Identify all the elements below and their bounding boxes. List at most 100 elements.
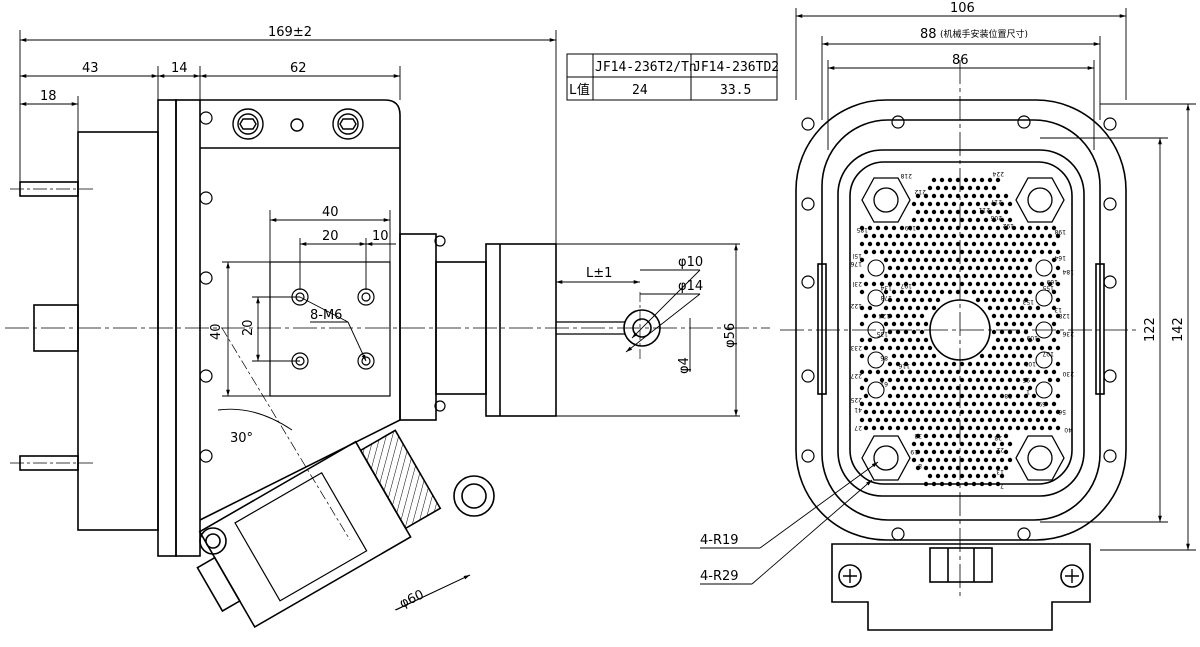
contact-pin bbox=[1011, 401, 1017, 407]
contact-pin bbox=[959, 361, 965, 367]
contact-pin bbox=[887, 233, 893, 239]
dim-18: 18 bbox=[40, 89, 57, 104]
contact-pin bbox=[1039, 409, 1045, 415]
contact-pin bbox=[863, 409, 869, 415]
contact-pin bbox=[943, 361, 949, 367]
contact-pin bbox=[1003, 449, 1009, 455]
contact-pin bbox=[907, 241, 913, 247]
contact-pin bbox=[939, 289, 945, 295]
contact-pin bbox=[1051, 305, 1057, 311]
contact-pin bbox=[987, 225, 993, 231]
contact-pin bbox=[987, 305, 993, 311]
contact-pin-array bbox=[859, 177, 1061, 487]
contact-pin bbox=[1015, 265, 1021, 271]
contact-pin bbox=[859, 417, 865, 423]
contact-pin bbox=[887, 377, 893, 383]
contact-pin bbox=[955, 401, 961, 407]
contact-pin bbox=[939, 449, 945, 455]
contact-pin bbox=[1019, 321, 1025, 327]
contact-pin bbox=[859, 353, 865, 359]
contact-pin bbox=[955, 225, 961, 231]
contact-pin bbox=[1011, 321, 1017, 327]
pin-label: 28 bbox=[994, 434, 1002, 441]
contact-pin bbox=[927, 393, 933, 399]
contact-pin bbox=[987, 417, 993, 423]
contact-pin bbox=[955, 433, 961, 439]
contact-pin bbox=[919, 249, 925, 255]
contact-pin bbox=[935, 201, 941, 207]
contact-pin bbox=[935, 297, 941, 303]
contact-pin bbox=[959, 473, 965, 479]
contact-pin bbox=[943, 265, 949, 271]
contact-pin bbox=[931, 305, 937, 311]
contact-pin bbox=[1047, 249, 1053, 255]
contact-pin bbox=[891, 305, 897, 311]
contact-pin bbox=[947, 417, 953, 423]
contact-pin bbox=[947, 225, 953, 231]
contact-pin bbox=[895, 425, 901, 431]
contact-pin bbox=[891, 385, 897, 391]
contact-pin bbox=[891, 289, 897, 295]
contact-pin bbox=[995, 273, 1001, 279]
pin-label: 116 bbox=[898, 362, 910, 369]
contact-pin bbox=[995, 257, 1001, 263]
contact-pin bbox=[947, 385, 953, 391]
contact-pin bbox=[987, 449, 993, 455]
dim-86: 86 bbox=[952, 53, 969, 68]
contact-pin bbox=[987, 369, 993, 375]
contact-pin bbox=[875, 369, 881, 375]
contact-pin bbox=[931, 257, 937, 263]
pin-label: 192 bbox=[1002, 222, 1014, 229]
contact-pin bbox=[967, 425, 973, 431]
pin-label: 178 bbox=[880, 294, 892, 301]
contact-pin bbox=[879, 313, 885, 319]
contact-pin bbox=[999, 281, 1005, 287]
contact-pin bbox=[919, 313, 925, 319]
contact-pin bbox=[883, 337, 889, 343]
contact-pin bbox=[879, 377, 885, 383]
contact-pin bbox=[915, 289, 921, 295]
contact-pin bbox=[939, 273, 945, 279]
pin-label: 7 bbox=[1000, 482, 1004, 489]
contact-pin bbox=[923, 257, 929, 263]
contact-pin bbox=[967, 441, 973, 447]
contact-pin bbox=[903, 409, 909, 415]
contact-pin bbox=[911, 281, 917, 287]
contact-pin bbox=[903, 425, 909, 431]
contact-pin bbox=[1055, 377, 1061, 383]
contact-pin bbox=[1007, 393, 1013, 399]
contact-pin bbox=[991, 185, 997, 191]
label-4-r19: 4-R19 bbox=[700, 533, 739, 548]
contact-pin bbox=[911, 393, 917, 399]
contact-pin bbox=[963, 401, 969, 407]
contact-pin bbox=[943, 377, 949, 383]
contact-pin bbox=[983, 249, 989, 255]
contact-pin bbox=[1019, 337, 1025, 343]
contact-pin bbox=[879, 345, 885, 351]
contact-pin bbox=[871, 313, 877, 319]
contact-pin bbox=[947, 177, 953, 183]
pin-label: 227 bbox=[850, 372, 862, 379]
contact-pin bbox=[1003, 433, 1009, 439]
contact-pin bbox=[983, 377, 989, 383]
contact-pin bbox=[1019, 369, 1025, 375]
pin-label: 128 bbox=[1058, 312, 1070, 319]
contact-pin bbox=[887, 281, 893, 287]
contact-pin bbox=[1007, 361, 1013, 367]
contact-pin bbox=[983, 441, 989, 447]
contact-pin bbox=[991, 313, 997, 319]
pin-label: 19 bbox=[910, 448, 918, 455]
contact-pin bbox=[883, 225, 889, 231]
contact-pin bbox=[947, 481, 953, 487]
contact-pin bbox=[859, 337, 865, 343]
contact-pin bbox=[951, 185, 957, 191]
contact-pin bbox=[1039, 233, 1045, 239]
contact-pin bbox=[943, 393, 949, 399]
contact-pin bbox=[883, 321, 889, 327]
pin-label: 69 bbox=[1038, 400, 1046, 407]
contact-pin bbox=[995, 337, 1001, 343]
contact-pin bbox=[983, 409, 989, 415]
pin-label: 224 bbox=[992, 170, 1004, 177]
contact-pin bbox=[963, 241, 969, 247]
contact-pin bbox=[907, 289, 913, 295]
